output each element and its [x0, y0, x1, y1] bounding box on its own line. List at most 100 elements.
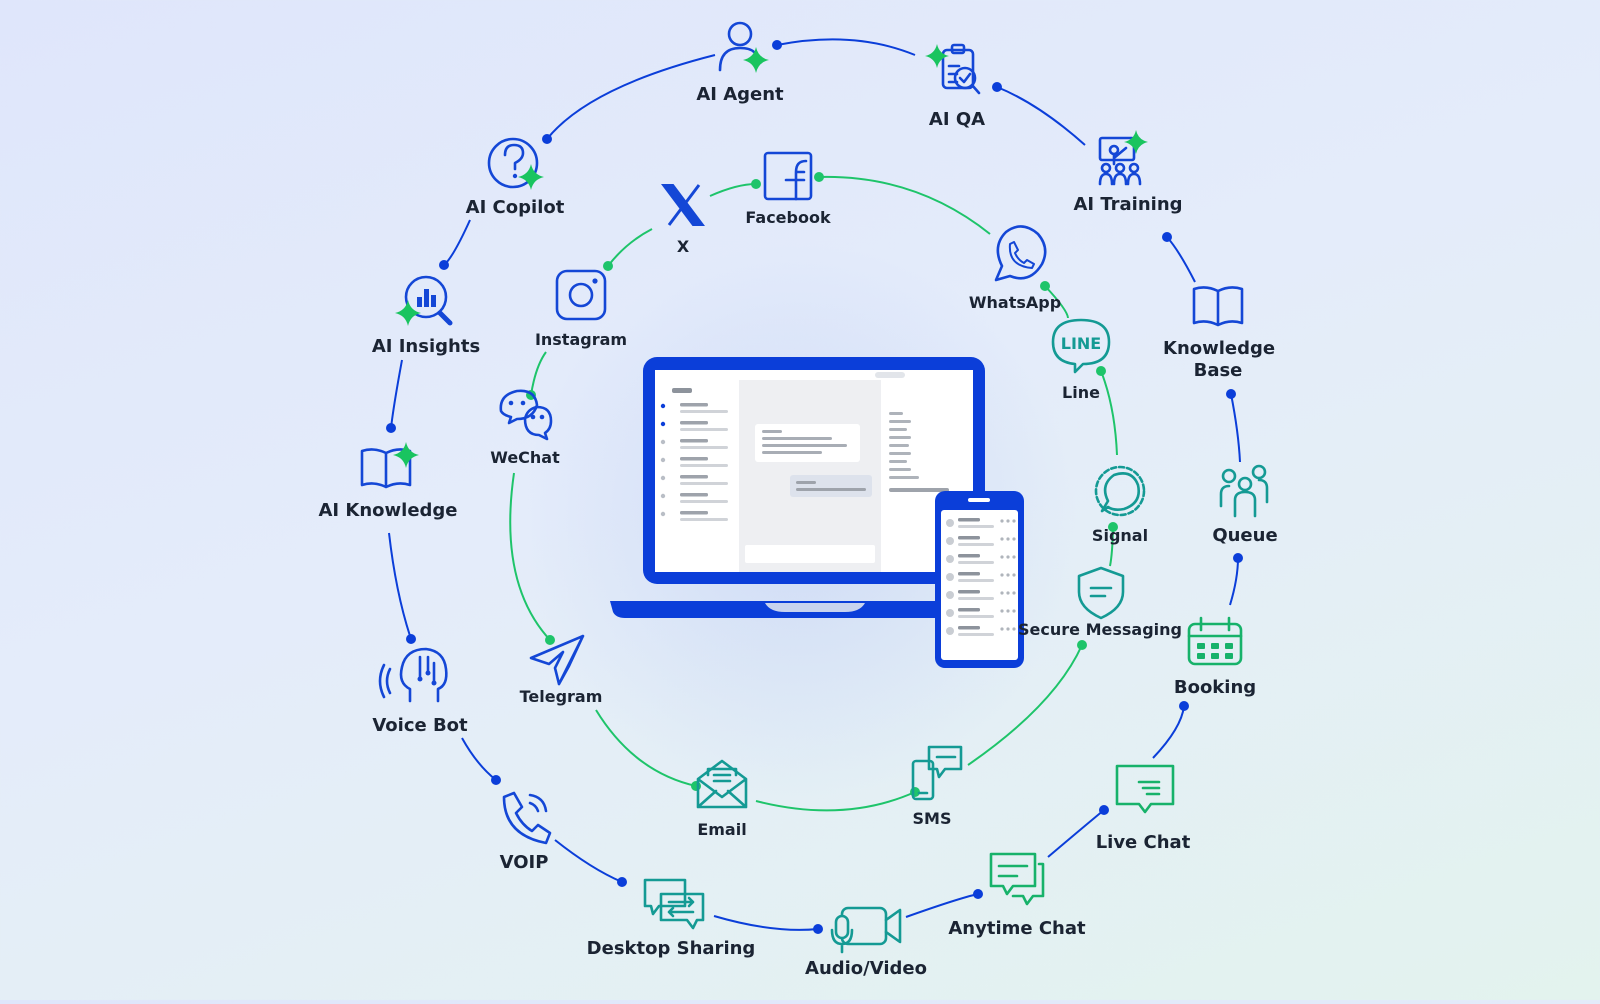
outer-ring-connector-dot — [542, 134, 552, 144]
wechat-icon — [499, 389, 553, 441]
inner-ring-connector-dot — [545, 635, 555, 645]
outer-ring-connector-dot — [1099, 805, 1109, 815]
outer-ring-connector-dot — [772, 40, 782, 50]
voice-head-icon — [378, 647, 448, 703]
whatsapp-label: WhatsApp — [968, 293, 1062, 312]
inner-ring-connector — [607, 228, 653, 267]
queue-label: Queue — [1212, 525, 1278, 546]
outer-ring-connector — [996, 86, 1086, 146]
instagram-icon — [555, 269, 607, 321]
telegram-label: Telegram — [519, 687, 603, 706]
paper-plane-icon — [529, 634, 585, 686]
outer-ring-connector — [443, 219, 471, 266]
outer-ring-connector — [1230, 393, 1241, 463]
outer-ring-connector — [461, 737, 497, 781]
anytime-chat-label: Anytime Chat — [948, 918, 1086, 939]
ai-qa-label: AI QA — [928, 109, 986, 130]
calendar-icon — [1187, 616, 1243, 666]
outer-ring-connector — [713, 915, 819, 931]
outer-ring-connector — [388, 532, 412, 640]
wechat-label: WeChat — [490, 448, 560, 467]
inner-ring-connector — [709, 183, 757, 197]
signal-icon — [1094, 465, 1146, 517]
inner-ring-connector — [1100, 370, 1118, 456]
inner-ring-connector-dot — [751, 179, 761, 189]
outer-ring-connector-dot — [406, 634, 416, 644]
outer-ring-connector — [1152, 705, 1185, 759]
inner-ring-connector-dot — [1077, 640, 1087, 650]
shield-message-icon — [1077, 566, 1125, 620]
email-label: Email — [697, 820, 747, 839]
book-sparkle-icon — [360, 442, 419, 489]
signal-label: Signal — [1091, 526, 1149, 545]
chart-search-icon — [395, 275, 453, 326]
ai-training-label: AI Training — [1073, 194, 1183, 215]
booking-label: Booking — [1173, 677, 1257, 698]
inner-ring-connector-dot — [814, 172, 824, 182]
outer-ring-connector-dot — [1233, 553, 1243, 563]
ai-agent-label: AI Agent — [696, 84, 784, 105]
inner-ring-connector-dot — [603, 261, 613, 271]
outer-ring-connector-dot — [1226, 389, 1236, 399]
inner-ring-connector-dot — [691, 781, 701, 791]
phone-icon — [502, 791, 552, 845]
line-icon: LINE — [1051, 318, 1111, 374]
phone-illustration — [935, 491, 1024, 668]
person-sparkle-icon — [718, 21, 769, 73]
inner-ring-connector-dot — [1108, 522, 1118, 532]
line-badge-text: LINE — [1061, 334, 1101, 353]
outer-ring-connector — [776, 38, 916, 56]
outer-ring-connector — [546, 54, 716, 140]
outer-ring-connector — [1229, 557, 1239, 606]
secure-messaging-label: Secure Messaging — [1018, 620, 1182, 639]
outer-ring-connector-dot — [491, 775, 501, 785]
inner-ring-connector — [755, 791, 916, 812]
envelope-icon — [696, 759, 748, 809]
whatsapp-icon — [994, 225, 1047, 282]
inner-ring-connector-dot — [1096, 366, 1106, 376]
outer-ring-connector-dot — [813, 924, 823, 934]
inner-ring-connector — [967, 644, 1083, 766]
people-group-icon — [1219, 464, 1269, 518]
clipboard-check-icon — [925, 43, 981, 95]
double-chat-icon — [989, 852, 1045, 906]
ai-knowledge-label: AI Knowledge — [318, 500, 458, 521]
inner-ring-connector — [1044, 285, 1069, 319]
outer-ring-connector — [905, 893, 979, 918]
sms-phone-icon — [911, 745, 963, 801]
outer-ring-connector-dot — [617, 877, 627, 887]
facebook-icon — [763, 151, 813, 201]
inner-ring-connector — [509, 472, 551, 641]
outer-ring-connector-dot — [1179, 701, 1189, 711]
sms-label: SMS — [912, 809, 952, 828]
live-chat-label: Live Chat — [1095, 832, 1191, 853]
question-sparkle-icon — [487, 137, 544, 190]
inner-ring-connector-dot — [1040, 281, 1050, 291]
ai-insights-label: AI Insights — [371, 336, 481, 357]
screen-share-icon — [643, 878, 705, 930]
desktop-sharing-label: Desktop Sharing — [586, 938, 756, 959]
outer-ring-connector — [1047, 809, 1105, 858]
knowledge-base-label: Knowledge Base — [1163, 338, 1276, 381]
ai-copilot-label: AI Copilot — [465, 197, 565, 218]
outer-ring-connector-dot — [439, 260, 449, 270]
line-label: Line — [1062, 383, 1100, 402]
outer-ring-connector — [1166, 236, 1196, 283]
instagram-label: Instagram — [534, 330, 628, 349]
outer-ring-connector — [554, 839, 623, 883]
inner-ring-connector — [595, 709, 697, 787]
facebook-label: Facebook — [745, 208, 831, 227]
outer-ring-connector-dot — [1162, 232, 1172, 242]
open-book-icon — [1192, 286, 1244, 327]
mic-camera-icon — [830, 906, 902, 954]
outer-ring-connector — [390, 359, 403, 429]
outer-ring-connector-dot — [973, 889, 983, 899]
voice-bot-label: Voice Bot — [372, 715, 468, 736]
x-label: X — [676, 237, 690, 256]
outer-ring-connector-dot — [386, 423, 396, 433]
chat-bubble-icon — [1115, 764, 1175, 814]
inner-ring-connector — [818, 175, 991, 235]
inner-ring-connector — [530, 351, 547, 396]
training-board-icon — [1098, 130, 1148, 186]
